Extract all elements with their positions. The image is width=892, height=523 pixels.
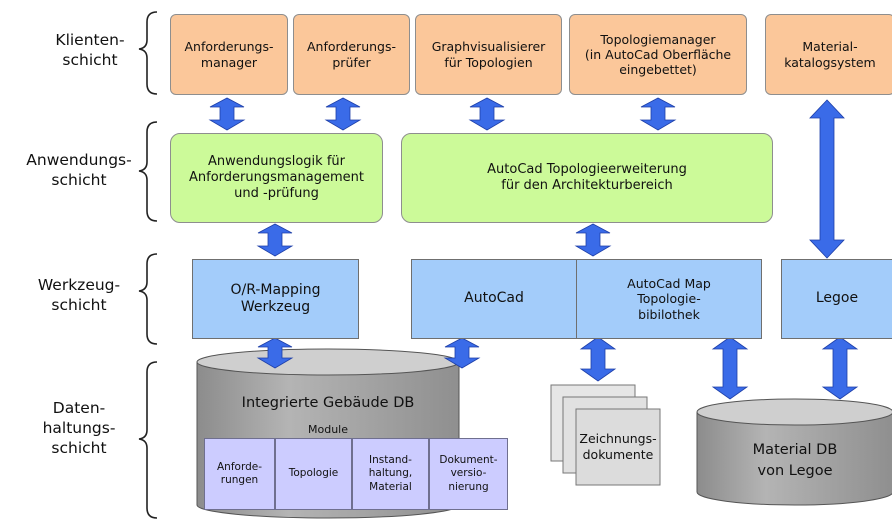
material-db-cylinder	[696, 398, 892, 506]
arrow-client1-app	[208, 97, 246, 131]
module-topologie: Topologie	[275, 438, 352, 510]
tool-autocad: AutoCad	[411, 259, 577, 339]
arrows	[208, 97, 859, 400]
layer-braces	[138, 11, 158, 519]
modules-label: Module	[308, 423, 348, 436]
client-graphvisualisierer: Graphvisualisierer für Topologien	[415, 14, 562, 95]
tool-autocad-map: AutoCad Map Topologie- bibilothek	[576, 259, 762, 339]
client-topologiemanager: Topologiemanager (in AutoCad Oberfläche …	[569, 14, 747, 95]
arrow-map-materialdb	[711, 336, 749, 400]
app-autocad-topologieerweiterung: AutoCad Topologieerweiterung für den Arc…	[401, 133, 773, 223]
material-db-label: Material DB von Legoe	[752, 442, 838, 480]
arrow-client4-app	[639, 97, 677, 131]
brace-data	[138, 361, 158, 519]
arrow-catalog-legoe	[809, 99, 845, 259]
arrow-app2-tool	[574, 223, 612, 257]
arrow-client2-app	[324, 97, 362, 131]
brace-application	[138, 121, 158, 222]
module-anforderungen: Anforde- rungen	[204, 438, 275, 510]
client-anforderungspruefer: Anforderungs- prüfer	[293, 14, 410, 95]
app-anwendungslogik: Anwendungslogik für Anforderungsmanageme…	[170, 133, 383, 223]
client-materialkatalogsystem: Material- katalogsystem	[765, 14, 892, 95]
layer-label-tool: Werkzeug- schicht	[37, 276, 121, 315]
module-dokumentversionierung: Dokument- versio- nierung	[429, 438, 508, 510]
tool-legoe: Legoe	[781, 259, 892, 339]
brace-tool	[138, 253, 158, 345]
integrated-db-title: Integrierte Gebäude DB	[241, 395, 415, 411]
layer-label-application: Anwendungs- schicht	[26, 151, 132, 190]
module-instandhaltung: Instand- haltung, Material	[352, 438, 429, 510]
brace-client	[138, 11, 158, 95]
arrow-legoe-materialdb	[821, 336, 859, 400]
tool-or-mapping: O/R-Mapping Werkzeug	[192, 259, 359, 339]
layer-label-data: Daten- haltungs- schicht	[42, 399, 116, 458]
arrow-tool1-db	[256, 337, 294, 369]
arrow-client3-app	[468, 97, 506, 131]
arrow-map-documents	[579, 336, 617, 382]
layer-label-client: Klienten- schicht	[55, 31, 125, 70]
documents-label: Zeichnungs- dokumente	[579, 431, 657, 463]
document-stack	[550, 384, 661, 486]
arrow-autocad-db	[443, 337, 481, 369]
client-anforderungsmanager: Anforderungs- manager	[170, 14, 288, 95]
arrow-app1-tool	[256, 223, 294, 257]
